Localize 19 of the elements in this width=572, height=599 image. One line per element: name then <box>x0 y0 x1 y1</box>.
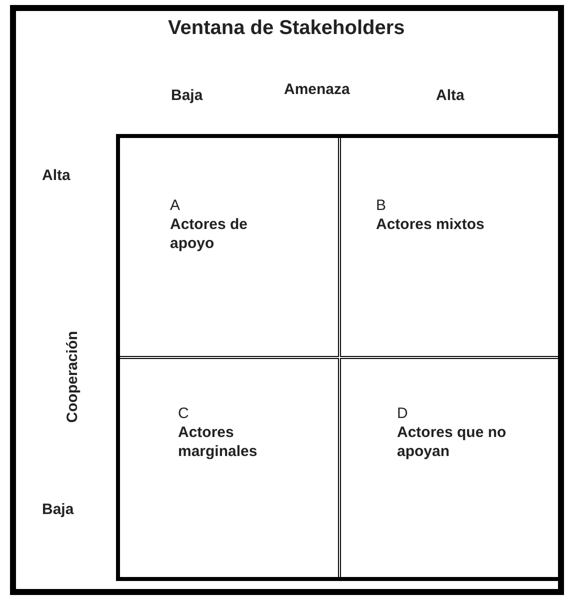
axis-level-label: Baja <box>171 87 203 104</box>
quadrant-letter: A <box>170 196 182 215</box>
quadrant-label: Actores mixtos <box>376 215 486 234</box>
axis-title: Amenaza <box>284 81 350 98</box>
quadrant-cell <box>120 138 339 357</box>
quadrant-label: Actores marginales <box>178 423 258 461</box>
quadrant-letter: C <box>178 404 190 423</box>
quadrant-label: Actores que no apoyan <box>397 423 507 461</box>
quadrant-cell <box>120 358 339 577</box>
axis-level-label: Alta <box>42 167 70 184</box>
axis-title: Cooperación <box>64 331 81 423</box>
quadrant-letter: B <box>376 196 388 215</box>
axis-level-label: Baja <box>42 501 74 518</box>
quadrant-cell <box>340 358 559 577</box>
quadrant-letter: D <box>397 404 409 423</box>
diagram-title: Ventana de Stakeholders <box>168 17 405 40</box>
axis-level-label: Alta <box>436 87 464 104</box>
quadrant-label: Actores de apoyo <box>170 215 249 253</box>
quadrant-cell <box>340 138 559 357</box>
